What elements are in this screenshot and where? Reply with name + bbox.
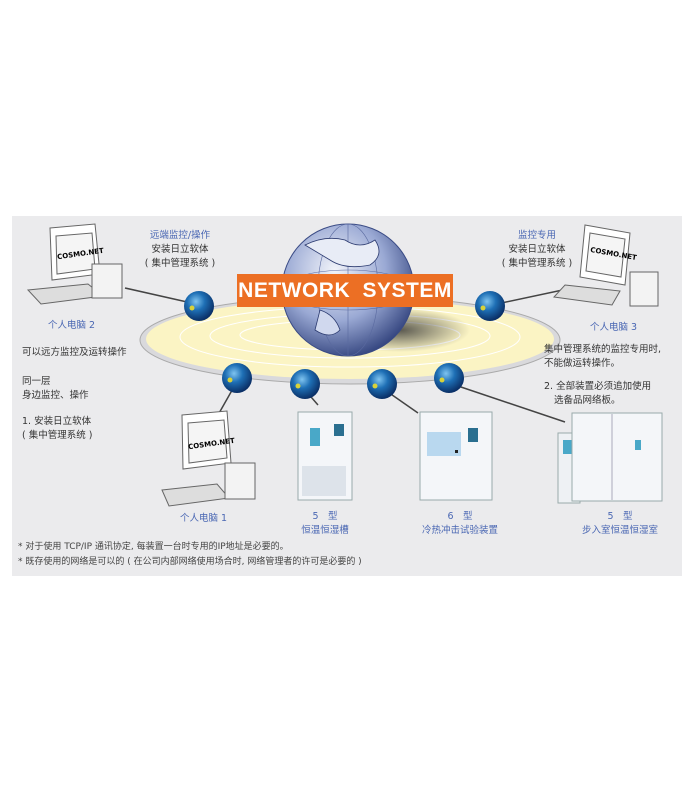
left-note-same-floor-2: 身边监控、操作	[22, 390, 89, 401]
pc3-label: 个人电脑 3	[590, 322, 638, 333]
pc2-line2: ( 集中管理系统 )	[144, 258, 216, 269]
network-nodes	[184, 291, 505, 399]
network-node-pc1	[222, 363, 252, 393]
network-node-device2	[367, 369, 397, 399]
pc3-description: 监控专用 安装日立软体 ( 集中管理系统 )	[487, 229, 587, 271]
walk-in-chamber-icon	[557, 412, 663, 504]
right-note-board-1: 2. 全部装置必须追加使用	[544, 381, 652, 392]
left-note-install-2: ( 集中管理系统 )	[22, 430, 93, 441]
left-note-remote: 可以远方监控及运转操作	[22, 347, 127, 358]
footnote-1: * 对于使用 TCP/IP 通讯协定, 每装置一台时专用的IP地址是必要的。	[18, 542, 289, 552]
thermal-shock-chamber-icon	[419, 411, 493, 501]
left-note-install: 1. 安装日立软体 ( 集中管理系统 )	[22, 415, 92, 443]
pc3-line1: 安装日立软体	[508, 244, 566, 255]
right-note-monitor: 集中管理系统的监控专用时, 不能做运转操作。	[544, 343, 661, 371]
computer-icon-pc1	[161, 410, 256, 507]
network-node-pc3	[475, 291, 505, 321]
computer-icon-pc3	[552, 224, 659, 307]
pc3-line2: ( 集中管理系统 )	[501, 258, 573, 269]
device-1-name: 恒温恒湿槽	[301, 525, 349, 536]
pc2-heading: 远端监控/操作	[149, 230, 211, 241]
pc2-description: 远端监控/操作 安装日立软体 ( 集中管理系统 )	[130, 229, 230, 271]
device-1-model: 5 型	[312, 511, 338, 522]
device-3-model: 5 型	[607, 511, 633, 522]
device-label-1: 5 型 恒温恒湿槽	[280, 510, 370, 538]
left-note-same-floor-1: 同一层	[22, 376, 51, 387]
right-note-monitor-2: 不能做运转操作。	[544, 358, 621, 369]
pc1-label: 个人电脑 1	[180, 513, 228, 524]
pc2-line1: 安装日立软体	[151, 244, 209, 255]
left-note-same-floor: 同一层 身边监控、操作	[22, 375, 89, 403]
network-node-pc2	[184, 291, 214, 321]
footnote-2: * 既存使用的网络是可以的 ( 在公司内部网络使用场合时, 网络管理者的许可是必…	[18, 557, 362, 567]
right-note-monitor-1: 集中管理系统的监控专用时,	[544, 344, 662, 355]
network-node-device1	[290, 369, 320, 399]
right-note-board-2: 选备品网络板。	[554, 395, 621, 406]
network-system-banner: NETWORK SYSTEM	[237, 274, 453, 307]
right-note-board: 2. 全部装置必须追加使用 选备品网络板。	[544, 380, 651, 408]
device-2-model: 6 型	[447, 511, 473, 522]
device-2-name: 冷热冲击试验装置	[421, 525, 498, 536]
device-label-3: 5 型 步入室恒温恒湿室	[560, 510, 680, 538]
humidity-chamber-icon	[297, 411, 353, 501]
computer-icon-pc2	[26, 223, 123, 305]
left-note-install-1: 1. 安装日立软体	[22, 416, 92, 427]
pc3-heading: 监控专用	[517, 230, 556, 241]
pc2-label: 个人电脑 2	[48, 320, 96, 331]
device-3-name: 步入室恒温恒湿室	[581, 525, 658, 536]
device-label-2: 6 型 冷热冲击试验装置	[400, 510, 520, 538]
network-node-device3	[434, 363, 464, 393]
footnotes: * 对于使用 TCP/IP 通讯协定, 每装置一台时专用的IP地址是必要的。 *…	[18, 540, 362, 570]
